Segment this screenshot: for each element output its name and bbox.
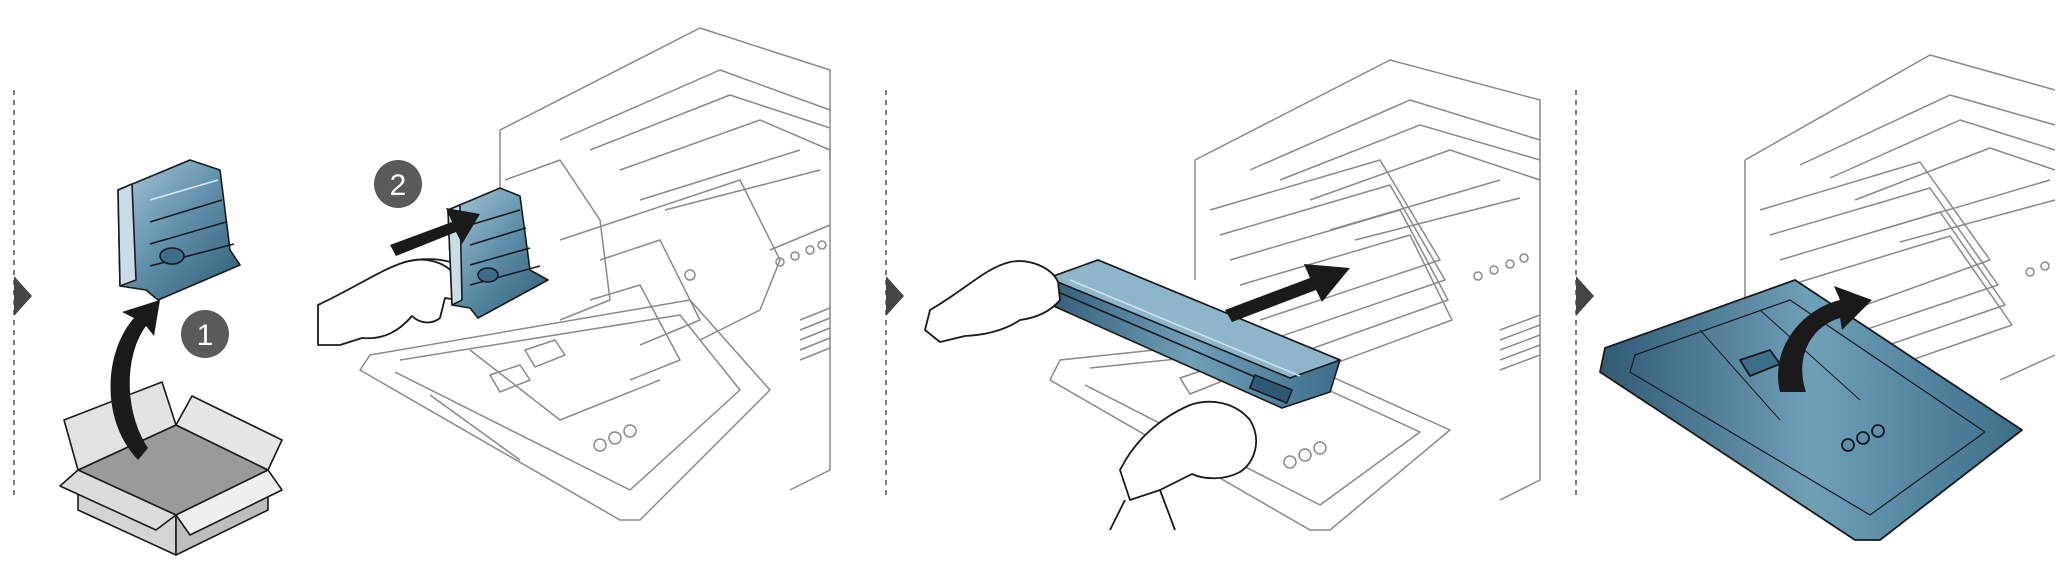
waste-container-part (117, 159, 241, 301)
step-marker-1: 1 (181, 310, 229, 358)
triangle-pointer-icon (886, 276, 904, 316)
svg-text:1: 1 (197, 319, 214, 352)
panel-unbox: 1 (59, 159, 283, 556)
triangle-pointer-icon (14, 276, 32, 316)
panel-insert-part: 2 (317, 27, 831, 521)
waste-container-part (447, 187, 549, 319)
triangle-pointer-icon (1576, 276, 1594, 316)
curved-arrow-icon (1778, 286, 1872, 392)
printer-outline (1744, 54, 2056, 386)
svg-text:2: 2 (390, 169, 407, 202)
straight-arrow-icon (390, 208, 480, 256)
panel-insert-cartridge (924, 59, 1541, 531)
printer-outline (359, 27, 831, 521)
step-marker-2: 2 (374, 160, 422, 208)
panel-close-cover (1599, 54, 2056, 541)
cardboard-box (59, 381, 283, 556)
front-cover (1599, 279, 2023, 541)
straight-arrow-icon (1225, 264, 1350, 322)
curved-arrow-icon (110, 300, 160, 460)
toner-cartridge (1039, 259, 1341, 409)
hand (924, 260, 1257, 531)
